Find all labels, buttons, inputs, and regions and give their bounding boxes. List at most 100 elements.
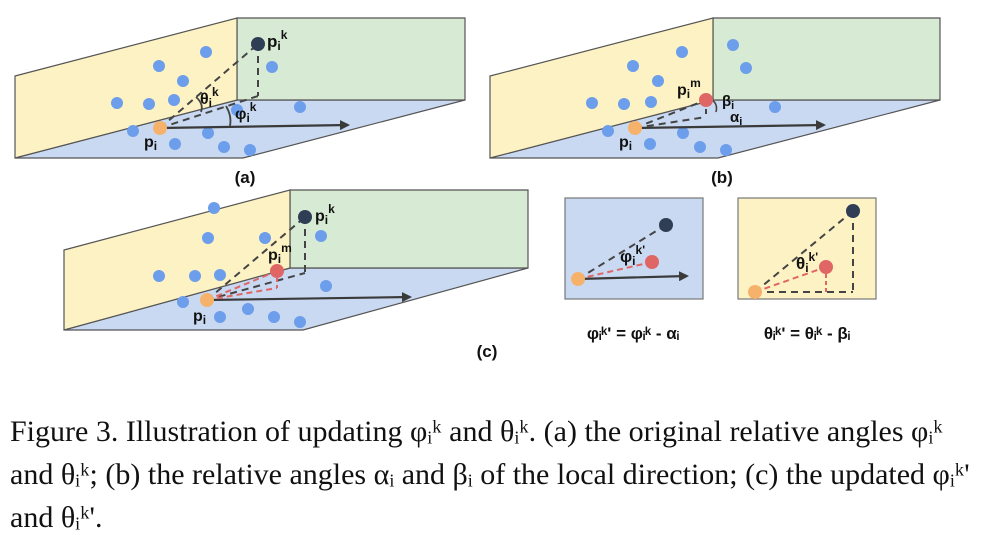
panel-a-pk-label: pik: [267, 28, 288, 53]
point: [645, 96, 657, 108]
point: [740, 62, 752, 74]
panel-a-phi-label: φik: [235, 100, 257, 125]
panel-a-dash-projection: [159, 95, 259, 129]
panel-b-blue-points: [586, 39, 781, 156]
point: [602, 125, 614, 137]
inset-theta-red-dash: [754, 266, 827, 293]
point: [177, 75, 189, 87]
panel-c-blue-points: [153, 202, 332, 328]
inset-phi-red-dash: [577, 261, 653, 280]
figure-caption: Figure 3. Illustration of updating φᵢᵏ a…: [0, 410, 985, 539]
panel-c-direction-arrow: [206, 292, 412, 303]
point: [727, 39, 739, 51]
panel-a-pi-label: pi: [144, 134, 157, 153]
figure-3: pik θik φik pi (a): [14, 17, 941, 361]
panel-c: pik pim pi (c): [63, 189, 529, 361]
point: [627, 60, 639, 72]
panel-a-caption-label: (a): [235, 168, 256, 187]
point: [231, 104, 243, 116]
panel-b-pi-point: [628, 121, 642, 135]
inset-phi: φik' φᵢᵏ' = φᵢᵏ - αᵢ: [564, 197, 704, 343]
point: [218, 141, 230, 153]
point: [202, 232, 214, 244]
point: [259, 232, 271, 244]
inset-theta-pk-point: [846, 204, 860, 218]
inset-phi-pk-point: [659, 218, 673, 232]
inset-phi-dash-to-pk: [577, 224, 667, 280]
panel-a-theta-arc: [195, 96, 203, 113]
panel-a-side-wall: [14, 17, 238, 159]
point: [169, 138, 181, 150]
inset-phi-arrow: [577, 271, 689, 282]
panel-c-dash-projection: [206, 272, 306, 301]
point: [618, 98, 630, 110]
panel-b-caption-label: (b): [711, 168, 733, 187]
panel-a-blue-points: [111, 46, 306, 156]
panel-b-beta-label: βi: [722, 93, 734, 112]
point: [694, 141, 706, 153]
panel-c-pk-label: pik: [315, 202, 335, 227]
inset-phi-angle-label: φik': [620, 243, 645, 268]
panel-c-pi-label: pi: [193, 308, 206, 327]
inset-phi-pi-point: [571, 272, 585, 286]
panel-b-alpha-label: αi: [730, 109, 742, 128]
panel-c-pi-point: [200, 293, 214, 307]
point: [202, 127, 214, 139]
point: [320, 280, 332, 292]
point: [676, 46, 688, 58]
panel-c-pm-label: pim: [268, 241, 292, 266]
inset-phi-equation: φᵢᵏ' = φᵢᵏ - αᵢ: [587, 324, 679, 343]
point: [242, 303, 254, 315]
point: [268, 311, 280, 323]
point: [294, 316, 306, 328]
inset-theta: θik' θᵢᵏ' = θᵢᵏ - βᵢ: [737, 197, 877, 343]
panel-c-caption-label: (c): [477, 342, 498, 361]
inset-phi-box: [564, 197, 704, 300]
panel-b: pim βi αi pi (b): [489, 17, 941, 187]
point: [214, 269, 226, 281]
panel-b-pi-label: pi: [619, 134, 632, 153]
figure-caption-text: Figure 3. Illustration of updating φᵢᵏ a…: [10, 415, 970, 534]
panel-c-dash-to-pk: [206, 216, 306, 301]
point: [652, 75, 664, 87]
panel-c-red-dash-a: [206, 270, 278, 301]
inset-theta-angle-label: θik': [796, 250, 818, 275]
point: [177, 296, 189, 308]
panel-c-back-wall: [289, 189, 529, 269]
point: [677, 127, 689, 139]
inset-theta-pi-point: [748, 285, 762, 299]
panel-a-theta-label: θik: [200, 85, 219, 110]
point: [294, 101, 306, 113]
panel-a-direction-arrow: [159, 120, 350, 131]
point: [111, 97, 123, 109]
point: [214, 311, 226, 323]
panel-a-pi-point: [153, 121, 167, 135]
panel-b-back-wall: [712, 17, 941, 101]
point: [769, 101, 781, 113]
point: [720, 144, 732, 156]
point: [208, 202, 220, 214]
point: [153, 60, 165, 72]
panel-c-pm-point: [270, 264, 284, 278]
panel-b-pm-point: [699, 93, 713, 107]
inset-theta-dash-to-pk: [754, 210, 854, 293]
panel-a: pik θik φik pi (a): [14, 17, 466, 187]
point: [143, 98, 155, 110]
panel-c-red-dash-b: [206, 287, 278, 301]
panel-b-pm-label: pim: [677, 76, 701, 101]
panel-b-dash-to-pm: [634, 99, 707, 129]
point: [127, 125, 139, 137]
inset-phi-pm-point: [645, 255, 659, 269]
point: [315, 230, 327, 242]
point: [586, 97, 598, 109]
panel-a-dash-to-pk: [159, 43, 259, 129]
point: [153, 270, 165, 282]
panel-c-pk-point: [298, 210, 312, 224]
panel-a-phi-arc: [225, 105, 232, 127]
panel-a-back-wall: [236, 17, 466, 101]
point: [244, 144, 256, 156]
point: [200, 46, 212, 58]
inset-theta-pm-point: [819, 260, 833, 274]
panel-b-direction-arrow: [634, 120, 826, 131]
point: [189, 270, 201, 282]
